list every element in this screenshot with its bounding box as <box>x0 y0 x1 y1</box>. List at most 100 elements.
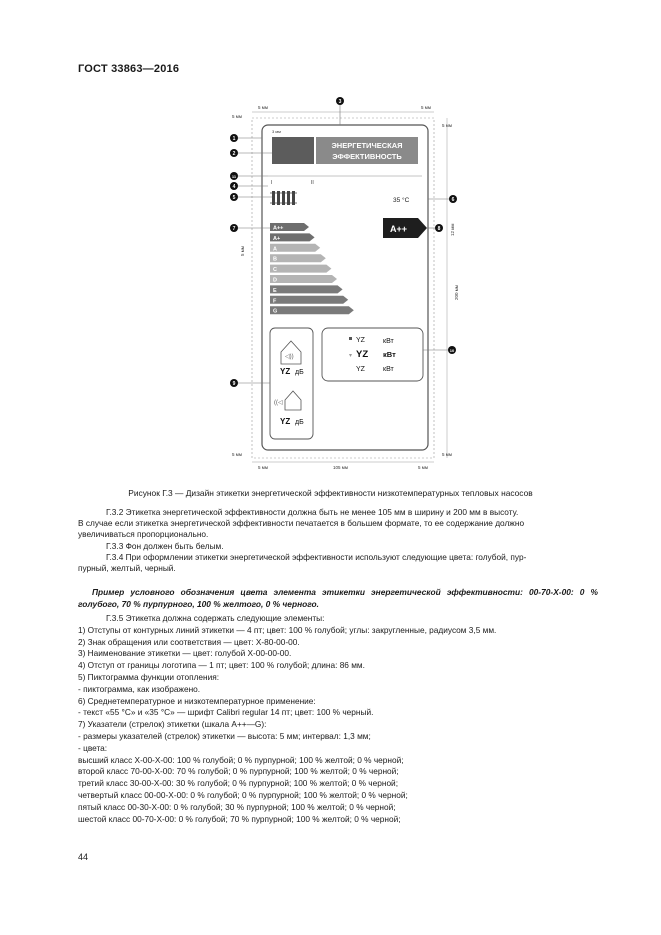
scale-label-5: C <box>273 267 277 273</box>
dim-bottom-left: 5 мм <box>258 465 268 470</box>
callout-label-2: 2 <box>233 151 236 157</box>
callout-9 <box>230 379 238 387</box>
dim-right-bottom: 5 мм <box>442 452 452 457</box>
scale-label-6: D <box>273 278 277 284</box>
g33: Г.3.3 Фон должен быть белым. <box>106 540 224 551</box>
scale-bar-5 <box>270 264 332 273</box>
list-item: второй класс 70-00-X-00: 70 % голубой; 0… <box>78 766 399 777</box>
list-item: 5) Пиктограмма функции отопления: <box>78 671 220 682</box>
roman-ii: II <box>311 180 314 186</box>
dim-width: 105 мм <box>333 465 348 470</box>
output-marker-2: ▾ <box>349 353 352 359</box>
output-panel <box>321 327 424 382</box>
output-marker-1 <box>349 337 352 340</box>
callout-8 <box>435 224 443 232</box>
temp-35: 35 °C <box>393 196 410 204</box>
scale-bar-4 <box>270 254 326 263</box>
g32-line-3: увеличиваться пропорционально. <box>78 529 209 540</box>
svg-text:◁)): ◁)) <box>285 354 294 360</box>
energy-label-figure: 5 мм 5 мм 5 мм 5 мм 3 мм ЭНЕРГЕТИЧЕСКАЯ … <box>230 97 459 470</box>
outdoor-noise-icon: ((◁ <box>274 390 302 411</box>
callout-label-3: 3 <box>339 99 342 105</box>
list-item: высший класс X-00-X-00: 100 % голубой; 0… <box>78 754 404 765</box>
scale-label-8: F <box>273 298 277 304</box>
callout-label-5: 5 <box>233 195 236 201</box>
scale-label-2: A+ <box>273 236 280 242</box>
roman-i: I <box>271 180 272 186</box>
scale-bar-7 <box>270 285 343 294</box>
callout-4 <box>230 182 238 190</box>
noise-value-2: YZ <box>280 417 290 426</box>
svg-text:((◁: ((◁ <box>274 400 283 406</box>
dim-top-right: 5 мм <box>421 105 431 110</box>
list-item: - цвета: <box>78 742 108 753</box>
outer-frame <box>251 117 435 459</box>
callout-2 <box>230 149 238 157</box>
output-value-1: YZ <box>356 337 366 344</box>
radiator-icon <box>270 191 297 205</box>
callout-label-9: 9 <box>233 381 236 387</box>
scale-label-3: A <box>273 246 277 252</box>
callout-6 <box>449 195 457 203</box>
figure-caption: Рисунок Г.3 — Дизайн этикетки энергетиче… <box>128 488 533 498</box>
callout-label-8: 8 <box>438 226 441 232</box>
label-card <box>261 124 429 451</box>
list-item: третий класс 30-00-X-00: 30 % голубой; 0… <box>78 778 398 789</box>
scale-bar-2 <box>270 233 315 242</box>
list-item: Г.3.5 Этикетка должна содержать следующи… <box>106 613 325 623</box>
g32-line-2: В случае если этикетка энергетической эф… <box>78 518 525 529</box>
list-item: - размеры указателей (стрелок) этикетки … <box>78 730 371 741</box>
paragraph-g32: Г.3.2 Этикетка энергетической эффективно… <box>78 507 598 574</box>
dim-left-top: 5 мм <box>232 114 242 119</box>
scale-bar-3 <box>270 243 321 252</box>
list-item: четвертый класс 00-00-X-00: 0 % голубой;… <box>78 789 408 800</box>
color-example: Пример условного обозначения цвета элеме… <box>78 587 598 609</box>
standard-header: ГОСТ 33863—2016 <box>78 63 180 75</box>
noise-panel <box>269 327 314 440</box>
dim-bottom-right: 5 мм <box>418 465 428 470</box>
g32-line-1: Г.3.2 Этикетка энергетической эффективно… <box>106 507 519 517</box>
class-arrow <box>383 218 427 238</box>
scale-bar-1 <box>270 223 309 231</box>
list-item: 4) Отступ от границы логотипа — 1 пт; цв… <box>78 660 365 671</box>
list-item: 6) Среднетемпературное и низкотемператур… <box>78 695 316 706</box>
label-title-box <box>316 137 418 164</box>
scale-label-4: B <box>273 257 277 263</box>
noise-unit-1: дБ <box>295 369 304 376</box>
callout-5 <box>230 193 238 201</box>
output-value-2: YZ <box>356 349 368 360</box>
dim-inner-3mm: 3 мм <box>272 129 281 134</box>
output-unit-1: кВт <box>383 338 394 345</box>
dim-height: 200 мм <box>454 285 459 300</box>
callout-label-7: 7 <box>233 226 236 232</box>
list-item: 3) Наименование этикетки — цвет: голубой… <box>78 648 292 659</box>
scale-bar-9 <box>270 306 354 315</box>
callout-7 <box>230 224 238 232</box>
label-title-line2: ЭФФЕКТИВНОСТЬ <box>332 152 402 161</box>
callout-label-11: 11 <box>232 174 237 179</box>
conformity-logo <box>272 137 314 164</box>
list-item: 2) Знак обращения или соответствия — цве… <box>78 636 300 647</box>
dim-top-left: 5 мм <box>258 105 268 110</box>
class-arrow-text: A++ <box>390 224 407 234</box>
callout-label-1: 1 <box>233 136 236 142</box>
list-item: пятый класс 00-30-X-00: 0 % голубой; 30 … <box>78 801 396 812</box>
scale-bar-6 <box>270 275 337 283</box>
output-unit-2: кВт <box>383 350 396 359</box>
list-item: - пиктограмма, как изображено. <box>78 683 201 694</box>
output-value-3: YZ <box>356 366 366 373</box>
noise-unit-2: дБ <box>295 419 304 426</box>
callout-1 <box>230 134 238 142</box>
g34-line-2: пурный, желтый, черный. <box>78 563 176 574</box>
page-number: 44 <box>78 852 89 862</box>
dim-5mm-scale: 5 мм <box>240 246 245 256</box>
scale-label-9: G <box>273 309 277 315</box>
callout-10 <box>448 346 456 354</box>
indoor-noise-icon: ◁)) <box>280 340 302 365</box>
dim-left-bottom: 5 мм <box>232 452 242 457</box>
list-item: 7) Указатели (стрелок) этикетки (шкала А… <box>78 719 267 730</box>
callout-11 <box>230 172 238 180</box>
dim-12mm: 12 мм <box>450 224 455 236</box>
